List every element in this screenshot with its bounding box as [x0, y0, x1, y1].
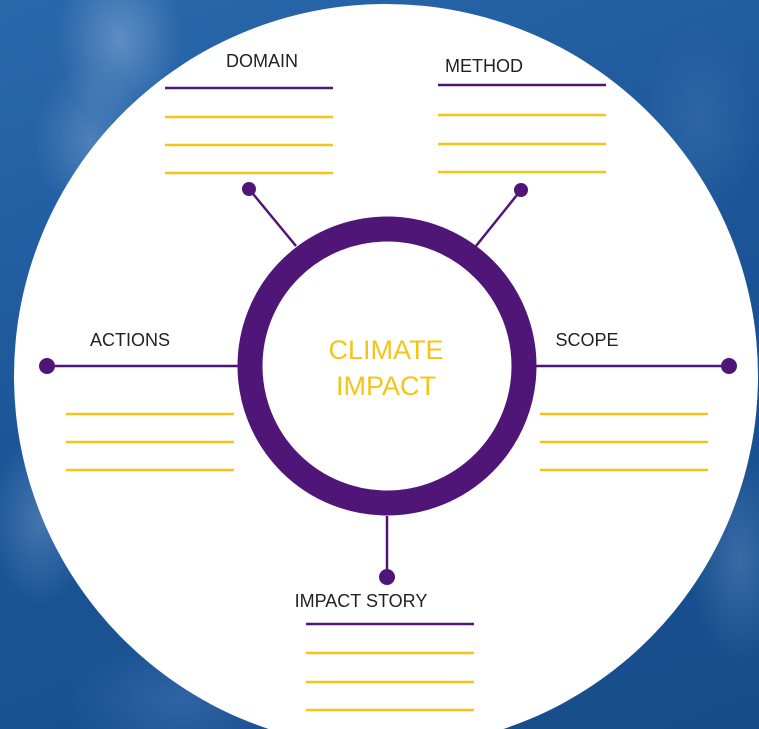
actions-dot	[39, 358, 55, 374]
actions-write-lines	[66, 412, 234, 472]
center-title-line1: CLIMATE	[328, 335, 443, 365]
actions-block: ACTIONS	[66, 330, 234, 472]
scope-dot	[721, 358, 737, 374]
domain-block: DOMAIN	[165, 51, 333, 175]
impact-story-dot	[379, 569, 395, 585]
domain-connector	[248, 188, 297, 247]
scope-write-lines	[540, 412, 708, 472]
impact-story-write-lines	[306, 651, 474, 712]
method-connector	[475, 189, 522, 247]
domain-write-lines	[165, 115, 333, 175]
scope-block: SCOPE	[540, 330, 708, 472]
method-label: METHOD	[445, 56, 523, 76]
impact-story-label: IMPACT STORY	[295, 591, 428, 611]
method-write-lines	[438, 113, 606, 174]
center-ring	[237, 216, 537, 516]
scope-label: SCOPE	[555, 330, 618, 350]
center-title-line2: IMPACT	[336, 371, 436, 401]
domain-dot	[242, 182, 256, 196]
actions-label: ACTIONS	[90, 330, 170, 350]
impact-story-block: IMPACT STORY	[295, 591, 474, 712]
method-dot	[514, 183, 528, 197]
method-block: METHOD	[438, 56, 606, 174]
domain-label: DOMAIN	[226, 51, 298, 71]
